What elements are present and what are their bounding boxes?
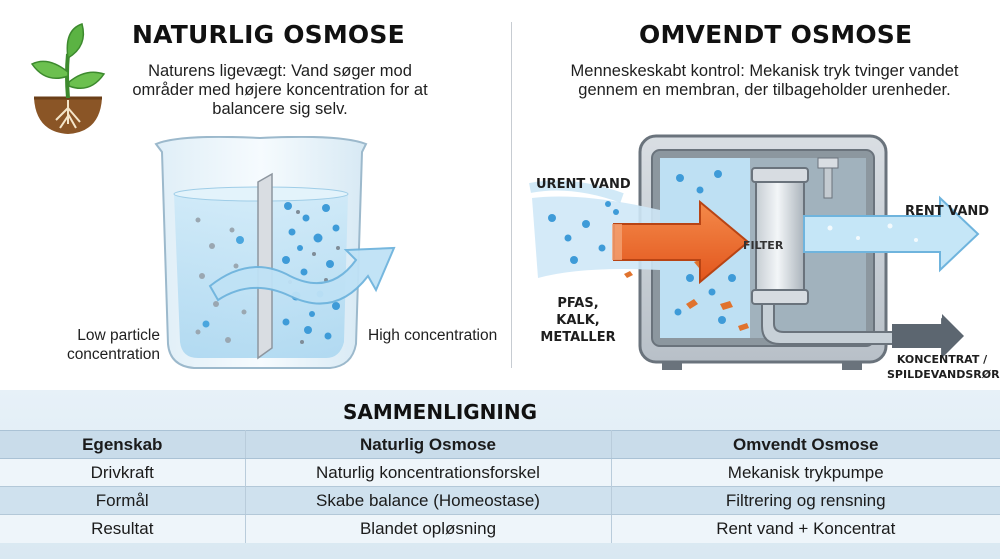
table-row: Drivkraft Naturlig koncentrationsforskel…	[0, 458, 1000, 487]
table-cell: Naturlig koncentrationsforskel	[245, 458, 612, 487]
inlet-label: URENT VAND	[536, 177, 631, 192]
table-cell: Mekanisk trykpumpe	[611, 458, 1000, 487]
natural-osmosis-description: Naturens ligevægt: Vand søger mod område…	[132, 62, 428, 118]
reverse-osmosis-illustration	[529, 134, 980, 370]
header-natural: Naturlig Osmose	[245, 430, 612, 459]
table-cell: Skabe balance (Homeostase)	[245, 486, 612, 515]
contaminants-label: PFAS, KALK, METALLER	[540, 296, 616, 345]
waste-water-label: KONCENTRAT / SPILDEVANDSRØR	[887, 353, 1000, 381]
table-cell: Rent vand + Koncentrat	[611, 514, 1000, 543]
natural-osmosis-title: NATURLIG OSMOSE	[132, 20, 405, 49]
comparison-table: Egenskab Naturlig Osmose Omvendt Osmose …	[0, 430, 1000, 543]
table-cell: Resultat	[0, 514, 246, 543]
table-row: Resultat Blandet opløsning Rent vand + K…	[0, 514, 1000, 543]
table-cell: Blandet opløsning	[245, 514, 612, 543]
reverse-osmosis-panel: OMVENDT OSMOSE Menneskeskabt kontrol: Me…	[512, 0, 1000, 390]
table-cell: Filtrering og rensning	[611, 486, 1000, 515]
table-row: Formål Skabe balance (Homeostase) Filtre…	[0, 486, 1000, 515]
sprout-icon	[30, 23, 106, 134]
table-header-row: Egenskab Naturlig Osmose Omvendt Osmose	[0, 430, 1000, 459]
beaker-illustration	[154, 136, 396, 369]
reverse-osmosis-title: OMVENDT OSMOSE	[639, 20, 913, 49]
header-reverse: Omvendt Osmose	[611, 430, 1000, 459]
table-cell: Formål	[0, 486, 246, 515]
low-concentration-label: Low particle concentration	[66, 327, 160, 363]
filter-label: FILTER	[743, 239, 784, 252]
header-property: Egenskab	[0, 430, 246, 459]
table-cell: Drivkraft	[0, 458, 246, 487]
comparison-title: SAMMENLIGNING	[342, 400, 538, 424]
natural-osmosis-panel: NATURLIG OSMOSE Naturens ligevægt: Vand …	[0, 0, 510, 390]
reverse-osmosis-description: Menneskeskabt kontrol: Mekanisk tryk tvi…	[570, 62, 959, 99]
clean-water-label: RENT VAND	[905, 204, 990, 219]
panel-divider	[511, 22, 512, 368]
high-concentration-label: High concentration	[368, 327, 498, 344]
